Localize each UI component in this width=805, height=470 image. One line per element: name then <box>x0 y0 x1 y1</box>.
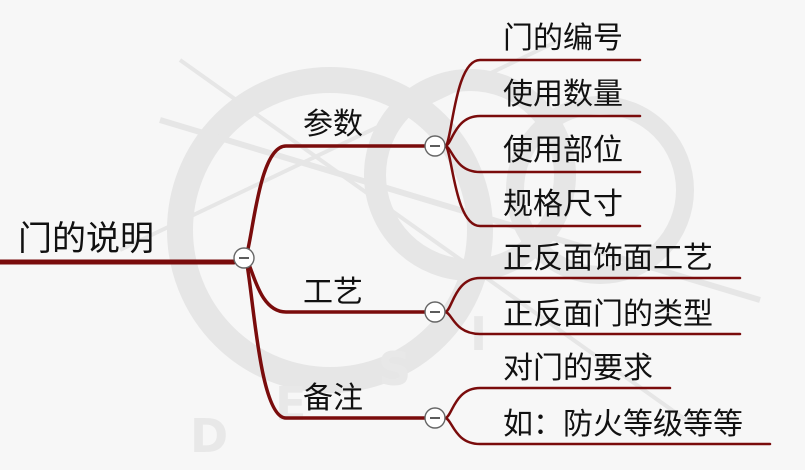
leaf-topic[interactable]: 正反面饰面工艺 <box>503 241 713 276</box>
leaf-topic[interactable]: 正反面门的类型 <box>503 297 713 332</box>
leaf-connector-line <box>443 276 742 314</box>
leaf-topic[interactable]: 如：防火等级等等 <box>503 407 743 442</box>
connector-lines <box>0 58 772 446</box>
collapse-toggle-params[interactable] <box>424 135 446 157</box>
watermark-letter: S <box>378 342 411 396</box>
branch-topic-params[interactable]: 参数 <box>303 107 363 142</box>
leaf-connector-line <box>443 58 642 148</box>
leaf-connector-line <box>443 114 642 148</box>
collapse-toggle-root[interactable] <box>233 247 255 269</box>
leaf-topic[interactable]: 使用数量 <box>503 77 623 112</box>
branch-topic-craft[interactable]: 工艺 <box>303 275 363 310</box>
collapse-toggle-notes[interactable] <box>424 407 446 429</box>
leaf-topic[interactable]: 对门的要求 <box>503 351 653 386</box>
watermark-letter: E <box>275 377 306 431</box>
watermark-pattern <box>119 38 761 432</box>
leaf-connector-line <box>443 310 742 336</box>
watermark: D E S I <box>119 38 761 463</box>
leaf-topic[interactable]: 规格尺寸 <box>503 187 623 222</box>
leaf-connector-line <box>443 386 672 420</box>
leaf-topic[interactable]: 使用部位 <box>503 133 623 168</box>
leaf-connector-line <box>443 416 772 446</box>
leaf-connector-line <box>443 144 642 228</box>
branch-topic-notes[interactable]: 备注 <box>303 381 363 416</box>
root-topic[interactable]: 门的说明 <box>18 219 154 259</box>
collapse-toggle-craft[interactable] <box>424 301 446 323</box>
watermark-letter: D <box>190 409 228 463</box>
leaf-topic[interactable]: 门的编号 <box>503 21 623 56</box>
